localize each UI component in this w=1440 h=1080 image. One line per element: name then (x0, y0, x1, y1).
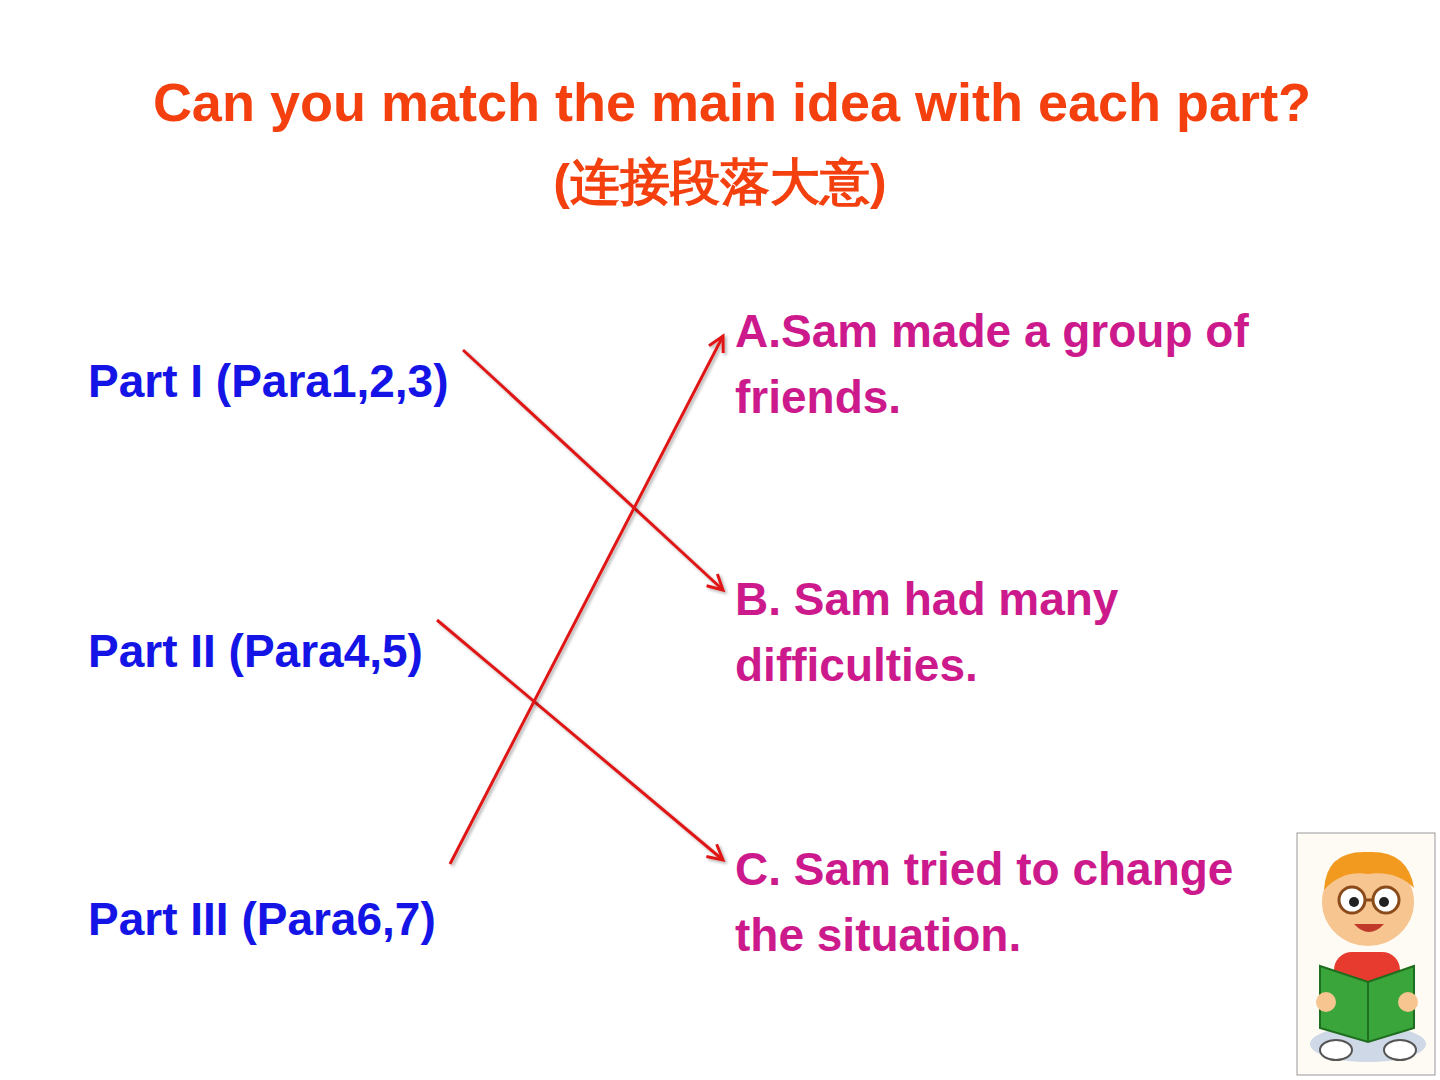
node-text: Part III (Para6,7) (88, 886, 440, 952)
part-label: Part II (Para4,5) (84, 616, 431, 686)
node-text: Part II (Para4,5) (88, 618, 427, 684)
part-label: Part I (Para1,2,3) (84, 346, 457, 416)
slide-title: Can you match the main idea with each pa… (0, 70, 1440, 134)
node-text: Part I (Para1,2,3) (88, 348, 453, 414)
node-text: C. Sam tried to change the situation. (735, 836, 1238, 968)
main-idea: A.Sam made a group of friends. (731, 296, 1257, 432)
reading-boy-picture (1296, 832, 1436, 1076)
match-arrow (463, 350, 723, 590)
node-text: B. Sam had many difficulties. (735, 566, 1123, 698)
subtitle: (连接段落大意) (0, 150, 1440, 214)
match-arrow (450, 336, 723, 864)
node-text: A.Sam made a group of friends. (735, 298, 1253, 430)
main-idea: B. Sam had many difficulties. (731, 564, 1127, 700)
part-label: Part III (Para6,7) (84, 884, 444, 954)
main-idea: C. Sam tried to change the situation. (731, 834, 1242, 970)
match-arrow (437, 620, 723, 860)
